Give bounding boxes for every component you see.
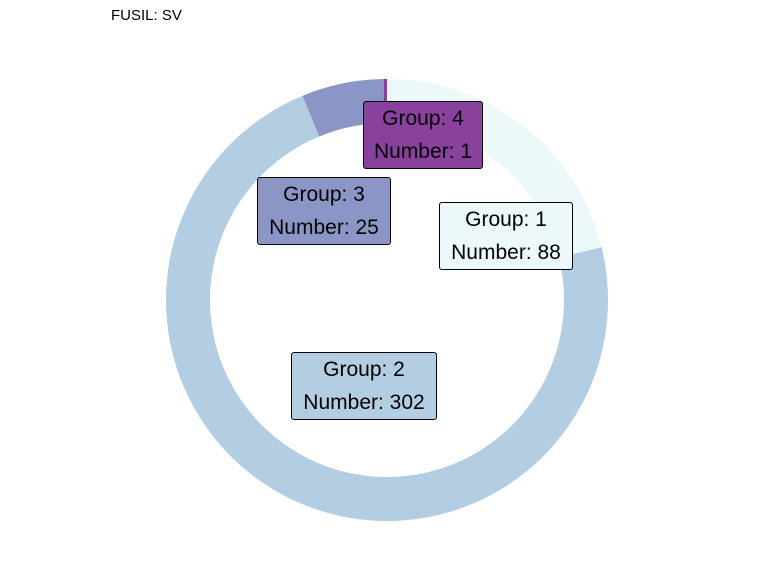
slice-label-number: Number: 302 bbox=[303, 391, 425, 414]
slice-label-group: Group: 1 bbox=[465, 208, 547, 231]
slice-label-group-1: Group: 1 Number: 88 bbox=[439, 202, 573, 270]
slice-label-number: Number: 25 bbox=[269, 216, 379, 239]
slice-label-number: Number: 88 bbox=[451, 241, 561, 264]
slice-label-group-4: Group: 4 Number: 1 bbox=[363, 101, 483, 169]
slice-label-number: Number: 1 bbox=[373, 140, 473, 163]
slice-label-group: Group: 2 bbox=[323, 358, 405, 381]
slice-label-group: Group: 4 bbox=[382, 107, 464, 130]
slice-label-group-2: Group: 2 Number: 302 bbox=[291, 352, 437, 420]
chart-title: FUSIL: SV bbox=[111, 7, 182, 24]
slice-label-group-3: Group: 3 Number: 25 bbox=[257, 177, 391, 245]
slice-label-group: Group: 3 bbox=[283, 183, 365, 206]
